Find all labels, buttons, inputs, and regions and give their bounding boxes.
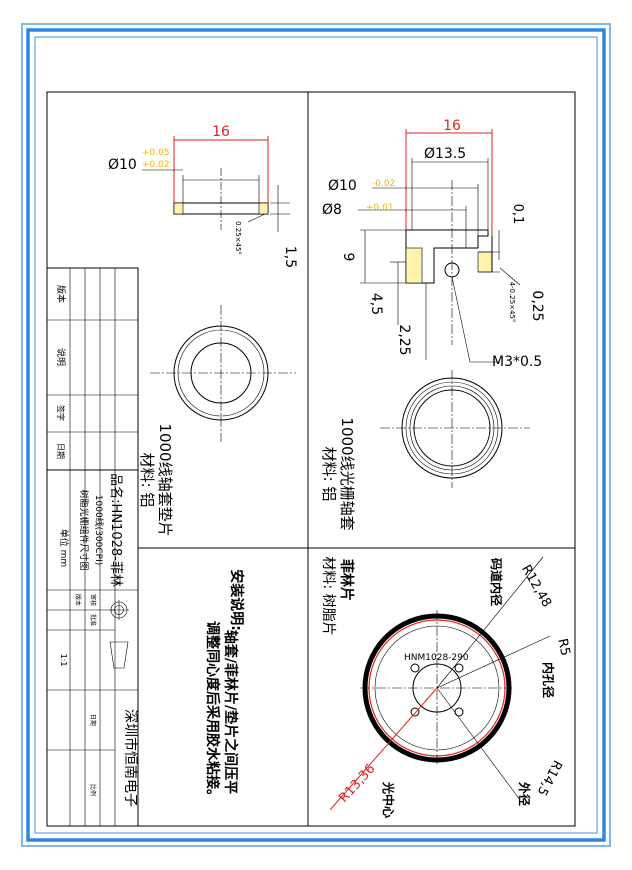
svg-text:签字: 签字 [56, 405, 66, 421]
sleeve-drawing: 16 Ø13.5 Ø10 -0.02 Ø8 +0.01 0,1 9 4,5 2,… [320, 118, 545, 531]
svg-text:R14,5: R14,5 [534, 757, 565, 798]
svg-text:批准: 批准 [89, 614, 97, 626]
svg-text:树脂光栅组件尺寸图: 树脂光栅组件尺寸图 [78, 489, 90, 570]
svg-text:1000线(300CPI): 1000线(300CPI) [93, 495, 105, 565]
svg-text:+0.02: +0.02 [142, 160, 170, 170]
svg-text:日期: 日期 [56, 443, 65, 459]
svg-text:码道内径: 码道内径 [489, 558, 504, 606]
svg-text:Ø10: Ø10 [108, 157, 137, 173]
svg-text:16: 16 [212, 124, 230, 140]
svg-text:M3*0.5: M3*0.5 [492, 354, 542, 370]
washer-name: 1000线轴套垫片 [156, 423, 174, 536]
svg-text:1,5: 1,5 [282, 246, 298, 268]
blue-frame [26, 28, 606, 842]
svg-text:-0.02: -0.02 [372, 179, 395, 189]
svg-text:1:1: 1:1 [59, 654, 68, 667]
svg-text:审核: 审核 [89, 594, 97, 606]
svg-text:+0.01: +0.01 [366, 203, 394, 213]
svg-text:HNM1028-290: HNM1028-290 [404, 653, 469, 663]
install-note: 安装说明: 轴套/菲林片/垫片之间压平 调整同心度后采用胶水粘接。 [204, 569, 245, 803]
svg-text:外径: 外径 [517, 782, 532, 806]
svg-text:0.25×45°: 0.25×45° [234, 221, 242, 255]
svg-text:菲林片: 菲林片 [338, 559, 355, 601]
projection-symbol-icon [109, 641, 129, 669]
svg-text:轴套/菲林片/垫片之间压平: 轴套/菲林片/垫片之间压平 [222, 630, 239, 794]
svg-text:4,5: 4,5 [368, 293, 384, 315]
outer-frame [21, 23, 611, 847]
svg-text:2,25: 2,25 [396, 324, 412, 355]
film-disc-drawing: 菲林片 材料: 树脂片 HNM1028-290 R12,48 码道内径 R5 内… [320, 556, 573, 818]
svg-text:调整同心度后采用胶水粘接。: 调整同心度后采用胶水粘接。 [204, 621, 221, 803]
company-name: 深圳市恒南电子 [122, 709, 139, 807]
svg-text:版本: 版本 [55, 285, 67, 303]
svg-text:内孔径: 内孔径 [541, 662, 556, 698]
svg-text:单位 mm: 单位 mm [58, 529, 70, 567]
svg-text:R12,48: R12,48 [518, 562, 554, 610]
product-name: 品名:HN1028-菲林 [108, 473, 124, 587]
inner-frame [34, 36, 598, 834]
svg-text:16: 16 [443, 118, 461, 134]
svg-text:0,1: 0,1 [510, 204, 525, 225]
title-block: 版本 说明 签字 日期 品名:HN1028-菲林 1000线(300CPI) 树… [46, 267, 139, 827]
svg-text:材料: 铝: 材料: 铝 [138, 453, 156, 508]
svg-text:R13,36: R13,36 [336, 761, 378, 805]
washer-drawing: 16 Ø10 +0.05 +0.02 1,5 0.25×45° 1000线轴套垫… [108, 124, 298, 537]
svg-text:9: 9 [340, 253, 356, 262]
svg-text:材料: 树脂片: 材料: 树脂片 [320, 556, 336, 635]
svg-text:日期: 日期 [89, 714, 97, 726]
svg-text:Ø10: Ø10 [328, 178, 357, 194]
svg-text:R5: R5 [554, 637, 572, 657]
svg-text:4-0.25×45°: 4-0.25×45° [508, 282, 516, 323]
svg-text:安装说明:: 安装说明: [228, 569, 245, 631]
svg-text:材料: 铝: 材料: 铝 [320, 447, 338, 502]
svg-text:+0.05: +0.05 [142, 148, 170, 158]
svg-text:版本: 版本 [74, 594, 82, 606]
svg-text:光中心: 光中心 [381, 781, 396, 818]
svg-text:Ø13.5: Ø13.5 [424, 146, 466, 162]
svg-text:比例: 比例 [89, 784, 97, 796]
svg-text:说明: 说明 [55, 348, 67, 366]
svg-text:0,25: 0,25 [529, 290, 545, 321]
svg-text:Ø8: Ø8 [322, 202, 342, 218]
sleeve-name: 1000线光栅轴套 [338, 417, 356, 530]
